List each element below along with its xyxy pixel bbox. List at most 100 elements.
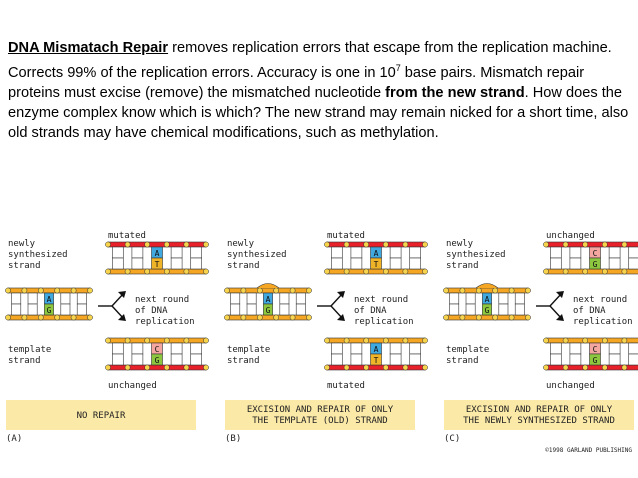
base-block	[569, 353, 582, 366]
next-round-label: of DNA	[573, 306, 606, 316]
top-outcome-label: mutated	[327, 231, 365, 241]
phosphate-node	[289, 314, 296, 321]
base-block	[498, 303, 509, 316]
phosphate-node	[343, 364, 350, 371]
phosphate-node	[87, 287, 93, 294]
base-block	[569, 342, 582, 355]
template-strand-label: template	[8, 345, 51, 355]
base-block	[514, 303, 525, 316]
phosphate-node	[562, 268, 569, 275]
base-block	[27, 303, 38, 316]
phosphate-node	[54, 287, 61, 294]
base-block	[331, 342, 343, 355]
backbone-top	[226, 287, 310, 294]
phosphate-node	[543, 268, 549, 275]
arrowhead	[337, 314, 345, 321]
newly-synthesized-label: synthesized	[227, 250, 287, 260]
template-strand-label: strand	[227, 356, 260, 366]
base-block	[190, 246, 202, 259]
caption-text: THE NEWLY SYNTHESIZED STRAND	[463, 416, 615, 426]
arrowhead	[337, 291, 345, 298]
base-block	[331, 257, 343, 270]
phosphate-node	[124, 268, 131, 275]
phosphate-node	[382, 364, 389, 371]
phosphate-node	[273, 287, 280, 294]
phosphate-node	[562, 364, 569, 371]
phosphate-node	[582, 241, 589, 248]
base-block	[11, 292, 22, 305]
backbone-top	[107, 241, 207, 248]
base-letter: A	[374, 249, 379, 258]
phosphate-node	[54, 314, 61, 321]
template-strand-label: strand	[446, 356, 479, 366]
phosphate-node	[183, 268, 190, 275]
base-block	[569, 257, 582, 270]
phosphate-node	[324, 241, 330, 248]
phosphate-node	[475, 287, 482, 294]
phosphate-node	[70, 314, 77, 321]
phosphate-node	[144, 364, 151, 371]
base-block	[246, 303, 257, 316]
phosphate-node	[37, 314, 44, 321]
base-block	[230, 292, 241, 305]
base-block	[550, 246, 562, 259]
next-round-label: next round	[354, 295, 408, 305]
phosphate-node	[492, 314, 499, 321]
phosphate-node	[621, 241, 628, 248]
base-block	[389, 246, 402, 259]
base-block	[112, 353, 124, 366]
daughter-duplex-top: AT	[105, 241, 209, 275]
base-block	[331, 246, 343, 259]
paragraph-emphasis: from the new strand	[385, 84, 525, 101]
base-block	[170, 342, 183, 355]
base-block	[190, 342, 202, 355]
phosphate-node	[343, 268, 350, 275]
backbone-bottom	[445, 314, 529, 321]
base-block	[131, 257, 144, 270]
arrowhead	[118, 314, 126, 321]
phosphate-node	[492, 287, 499, 294]
base-block	[112, 257, 124, 270]
phosphate-node	[363, 337, 370, 344]
newly-synthesized-label: synthesized	[446, 250, 506, 260]
phosphate-node	[582, 364, 589, 371]
paragraph-text-3: . How does the enzyme complex know which…	[8, 84, 629, 141]
phosphate-node	[382, 268, 389, 275]
base-block	[608, 257, 621, 270]
phosphate-node	[508, 314, 515, 321]
base-block	[350, 353, 363, 366]
phosphate-node	[203, 268, 209, 275]
base-block	[295, 303, 306, 316]
phosphate-node	[163, 268, 170, 275]
phosphate-node	[562, 241, 569, 248]
phosphate-node	[124, 337, 131, 344]
paragraph-text-2: base pairs. Mismatch repair proteins mus…	[8, 64, 585, 101]
phosphate-node	[324, 268, 330, 275]
phosphate-node	[144, 241, 151, 248]
newly-synthesized-label: strand	[227, 261, 260, 271]
panel-letter: (C)	[444, 434, 460, 444]
next-round-label: next round	[573, 295, 627, 305]
base-block	[112, 342, 124, 355]
base-block	[151, 257, 163, 270]
base-block	[628, 257, 638, 270]
base-letter: A	[374, 345, 379, 354]
phosphate-node	[5, 287, 11, 294]
base-letter: T	[155, 260, 160, 269]
phosphate-node	[562, 337, 569, 344]
base-block	[170, 353, 183, 366]
phosphate-node	[402, 268, 409, 275]
phosphate-node	[343, 241, 350, 248]
phosphate-node	[5, 314, 11, 321]
base-block	[628, 353, 638, 366]
caption-text: EXCISION AND REPAIR OF ONLY	[466, 405, 613, 415]
phosphate-node	[621, 364, 628, 371]
phosphate-node	[402, 337, 409, 344]
base-letter: T	[374, 260, 379, 269]
caption-text: THE TEMPLATE (OLD) STRAND	[252, 416, 387, 426]
template-strand-label: template	[227, 345, 270, 355]
phosphate-node	[37, 287, 44, 294]
base-block	[170, 246, 183, 259]
phosphate-node	[124, 241, 131, 248]
phosphate-node	[601, 241, 608, 248]
